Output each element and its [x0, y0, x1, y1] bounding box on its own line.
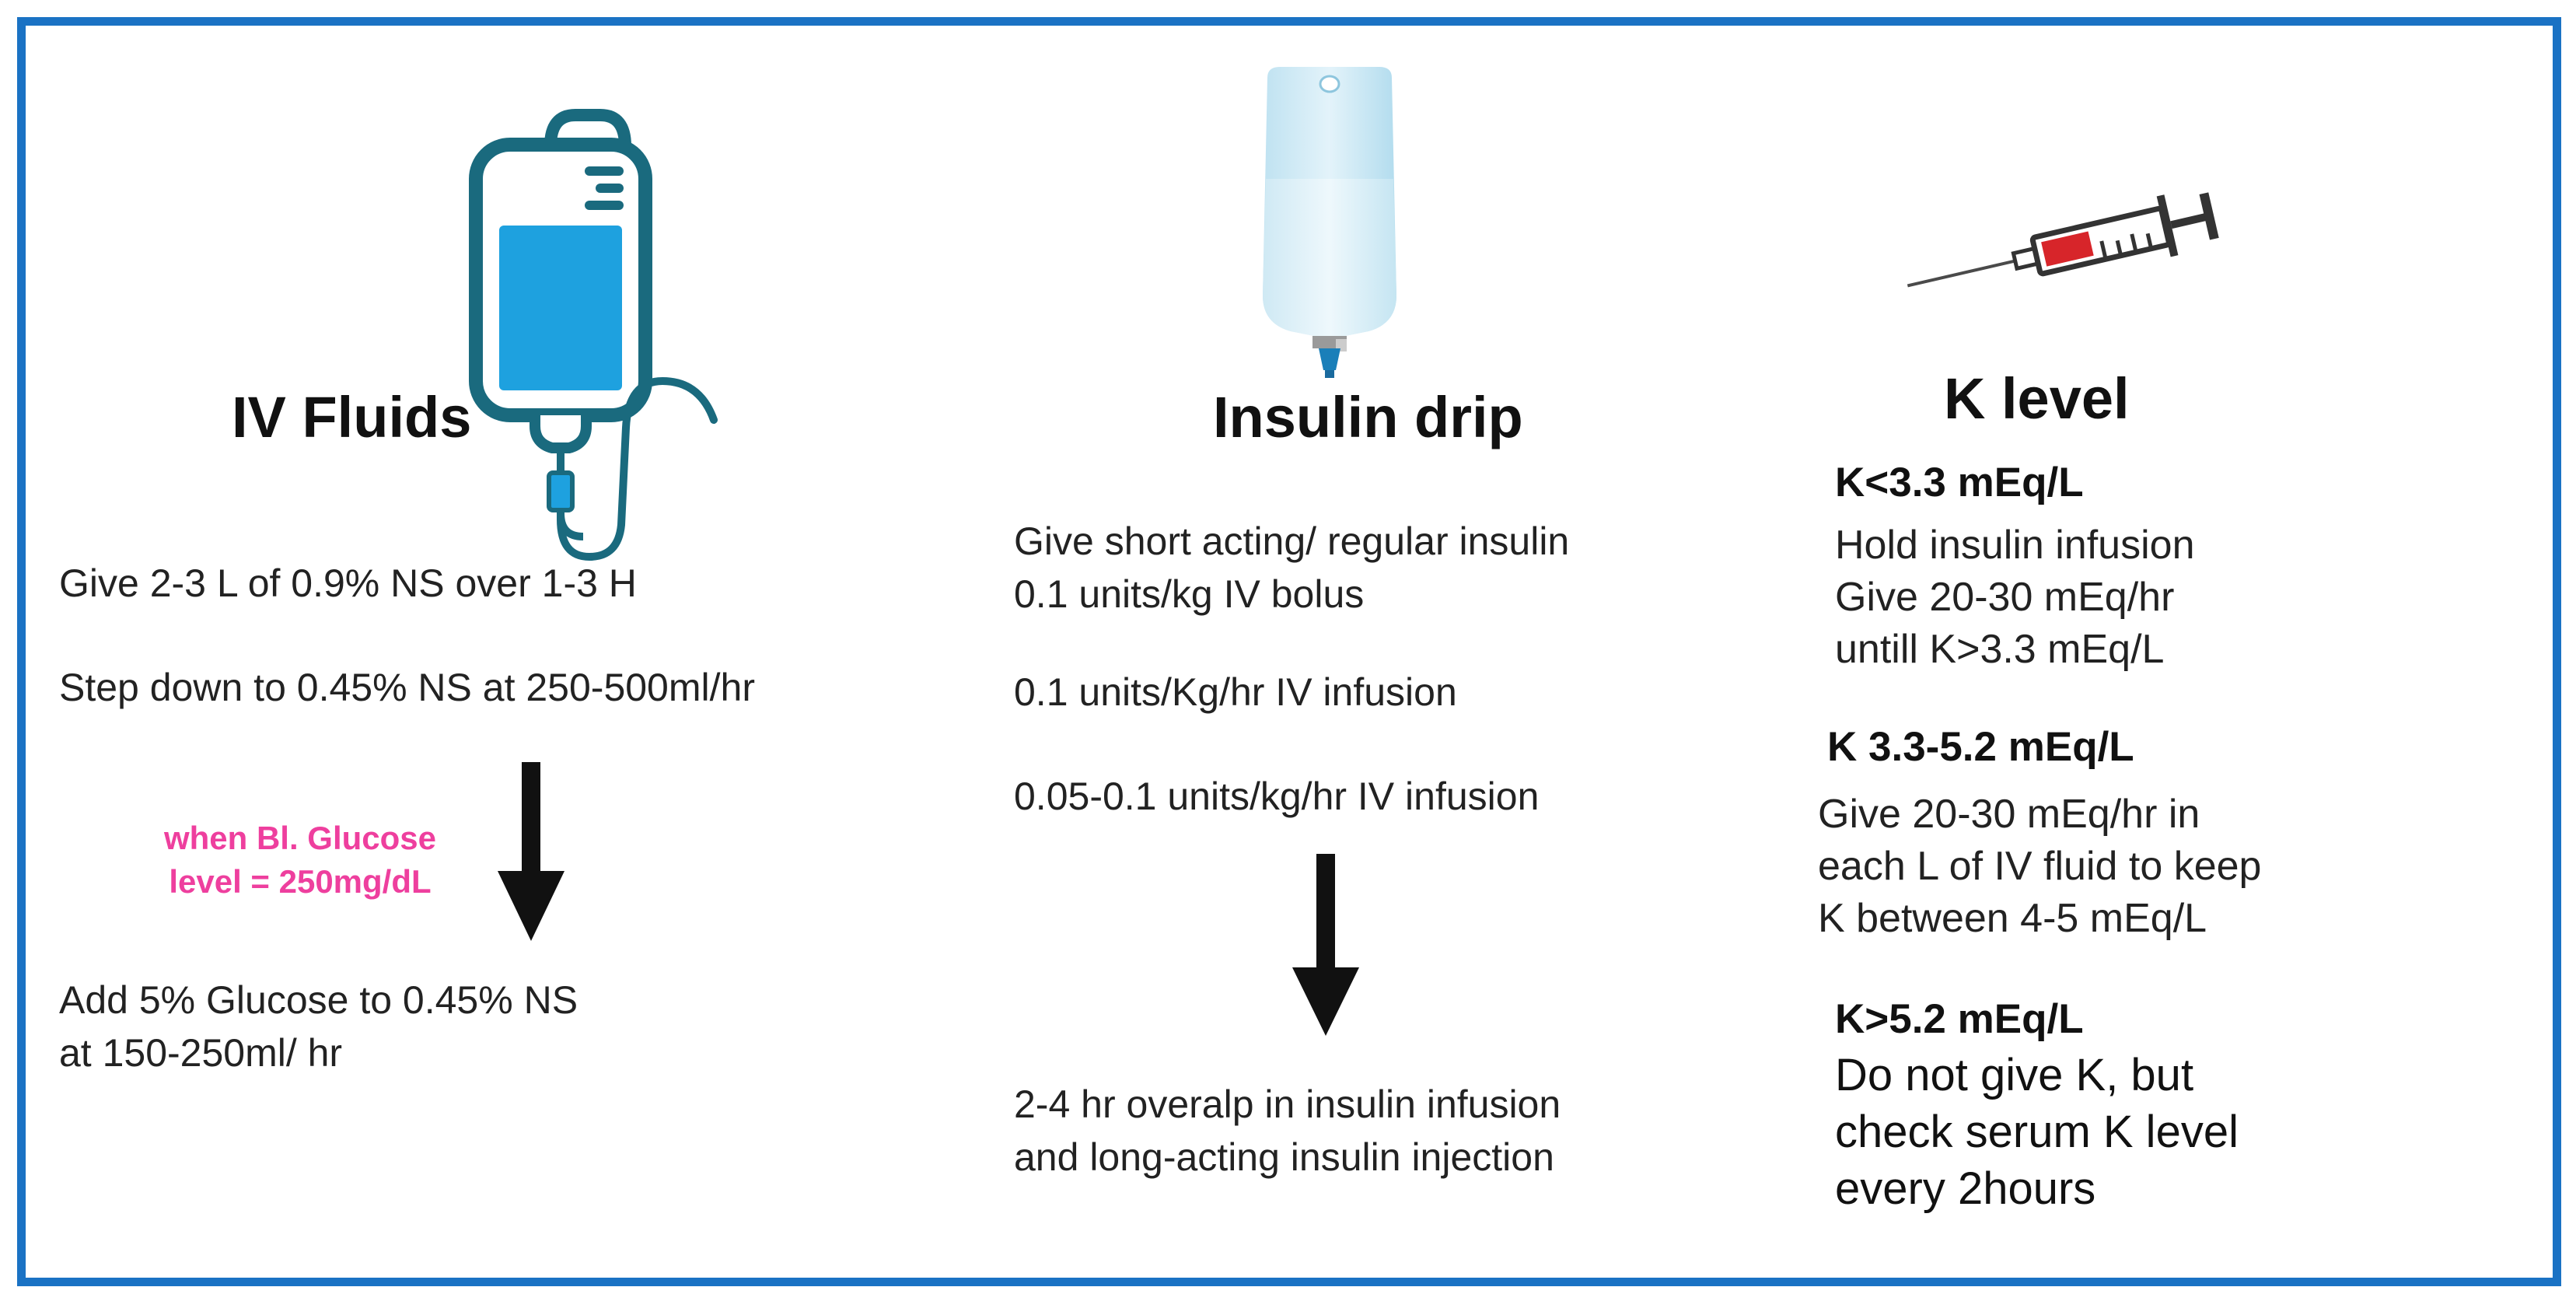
iv-step-2: Step down to 0.45% NS at 250-500ml/hr	[59, 666, 755, 709]
insulin-line-1: Give short acting/ regular insulin	[1014, 519, 1570, 563]
k-low-line-3: untill K>3.3 mEq/L	[1835, 627, 2165, 672]
glucose-note-line-2: level = 250mg/dL	[169, 863, 432, 900]
k-mid-line-1: Give 20-30 mEq/hr in	[1818, 792, 2200, 837]
k-mid-heading: K 3.3-5.2 mEq/L	[1827, 724, 2134, 770]
k-level-title: K level	[1944, 366, 2130, 431]
iv-step-3-line-1: Add 5% Glucose to 0.45% NS	[59, 978, 578, 1022]
k-high-heading: K>5.2 mEq/L	[1835, 996, 2084, 1042]
syringe-icon	[1907, 192, 2219, 288]
insulin-final-block: 2-4 hr overalp in insulin infusion and l…	[1014, 1078, 1561, 1184]
k-low-line-2: Give 20-30 mEq/hr	[1835, 575, 2175, 620]
insulin-line-2: 0.1 units/kg IV bolus	[1014, 572, 1365, 616]
iv-step-3: Add 5% Glucose to 0.45% NS at 150-250ml/…	[59, 974, 578, 1079]
k-mid-line-3: K between 4-5 mEq/L	[1818, 896, 2207, 941]
insulin-line-4: 0.05-0.1 units/kg/hr IV infusion	[1014, 775, 1540, 818]
insulin-line-3: 0.1 units/Kg/hr IV infusion	[1014, 670, 1457, 714]
k-low-block: Hold insulin infusion Give 20-30 mEq/hr …	[1835, 519, 2195, 676]
insulin-dose-block: Give short acting/ regular insulin 0.1 u…	[1014, 515, 1569, 621]
insulin-down-arrow	[1292, 854, 1359, 1036]
iv-step-3-line-2: at 150-250ml/ hr	[59, 1031, 343, 1075]
k-high-block: Do not give K, but check serum K level e…	[1835, 1047, 2239, 1217]
k-mid-block: Give 20-30 mEq/hr in each L of IV fluid …	[1818, 789, 2261, 945]
diagram-border	[17, 17, 2561, 1286]
k-mid-line-2: each L of IV fluid to keep	[1818, 844, 2262, 889]
insulin-final-line-1: 2-4 hr overalp in insulin infusion	[1014, 1082, 1561, 1126]
iv-down-arrow	[498, 762, 564, 941]
insulin-drip-title: Insulin drip	[1213, 385, 1523, 449]
iv-tube-line	[547, 376, 718, 561]
iv-fluids-title: IV Fluids	[232, 385, 472, 449]
insulin-final-line-2: and long-acting insulin injection	[1014, 1135, 1554, 1179]
glucose-note-line-1: when Bl. Glucose	[163, 820, 437, 856]
insulin-bag-icon	[1263, 67, 1396, 378]
k-low-heading: K<3.3 mEq/L	[1835, 460, 2084, 505]
k-high-line-1: Do not give K, but	[1835, 1050, 2194, 1100]
k-high-line-2: check serum K level	[1835, 1107, 2239, 1157]
iv-bag-icon	[469, 109, 652, 540]
k-low-line-1: Hold insulin infusion	[1835, 523, 2195, 568]
iv-step-1: Give 2-3 L of 0.9% NS over 1-3 H	[59, 561, 637, 605]
k-high-line-3: every 2hours	[1835, 1163, 2096, 1214]
glucose-condition-note: when Bl. Glucose level = 250mg/dL	[145, 817, 456, 904]
